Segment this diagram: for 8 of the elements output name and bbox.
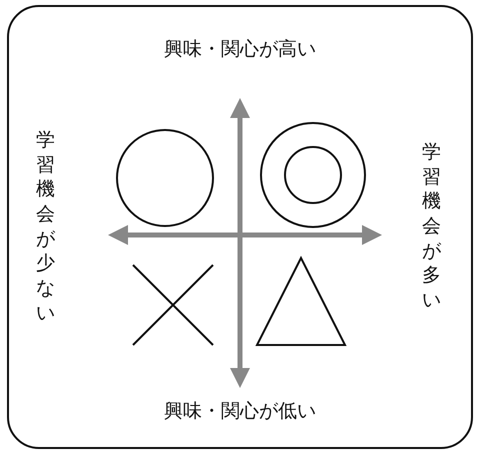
cross-mark — [132, 264, 214, 346]
axis-label: 興味・関心が低い — [164, 399, 316, 424]
double-circle-symbol — [260, 122, 366, 228]
axis-label: 学習機会が少ない — [36, 128, 55, 326]
axis-label: 興味・関心が高い — [164, 37, 316, 62]
axis-label: 学習機会が多い — [422, 140, 441, 313]
triangle-symbol — [255, 256, 347, 346]
circle-symbol — [116, 129, 214, 227]
